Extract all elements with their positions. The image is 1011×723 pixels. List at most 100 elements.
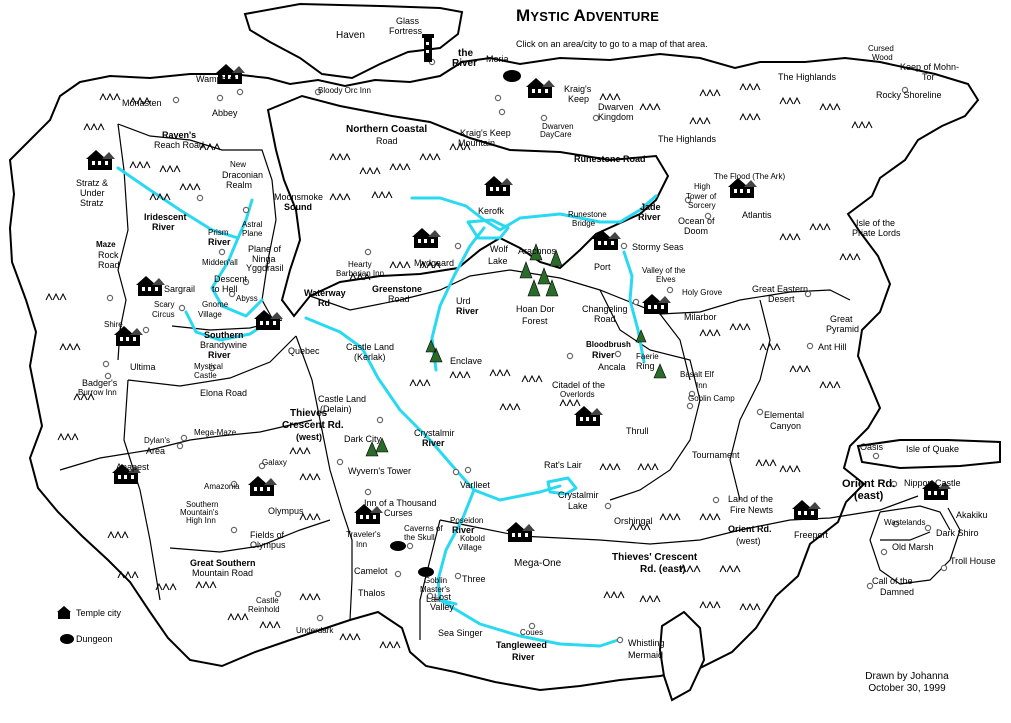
map-label-high-tower2[interactable]: Tower of [686,192,717,201]
temple-city-icon[interactable] [922,480,951,500]
map-label-sargrail[interactable]: Sargrail [164,284,196,294]
map-label-moonsmoke1[interactable]: Moonsmoke [274,192,324,202]
location-dot[interactable] [688,390,696,398]
map-label-dark-shiro[interactable]: Dark Shiro [936,528,979,538]
map-label-anapest[interactable]: Anapest [116,462,150,472]
map-label-castle-kerlak2[interactable]: (Kerlak) [354,352,386,362]
location-dot[interactable] [142,326,150,334]
map-label-crystalmir-river1[interactable]: Crystalmir [414,428,455,438]
map-label-bloodbrush1[interactable]: Bloodbrush [586,340,631,349]
map-label-call1[interactable]: Call of the [872,576,913,586]
map-label-camelot[interactable]: Camelot [354,566,388,576]
map-label-thieves-e2[interactable]: Rd. (east) [640,564,686,575]
map-label-scary2[interactable]: Circus [152,310,175,319]
map-label-urd1[interactable]: Urd [456,296,471,306]
map-label-highlands-mid[interactable]: The Highlands [658,134,717,144]
map-label-waterway2[interactable]: Rd [318,298,330,308]
temple-city-icon[interactable] [484,176,513,196]
map-label-old-marsh[interactable]: Old Marsh [892,542,934,552]
map-label-pirate1[interactable]: Isle of the [856,218,896,228]
map-label-ultima[interactable]: Ultima [130,362,156,372]
location-dot[interactable] [242,278,250,286]
map-label-inn-curses1[interactable]: Inn of a Thousand [364,498,437,508]
map-label-mega-maze[interactable]: Mega-Maze [194,428,237,437]
map-label-thieves-w3[interactable]: (west) [296,432,323,442]
map-label-new-draconian1[interactable]: New [230,160,247,169]
map-label-daycare1[interactable]: Dwarven [542,122,574,131]
location-dot[interactable] [216,94,224,102]
map-label-the-river2[interactable]: River [452,58,478,69]
location-dot[interactable] [314,88,322,96]
map-label-galaxy[interactable]: Galaxy [262,458,287,467]
temple-city-icon[interactable] [136,276,165,296]
map-label-southern-mountains1[interactable]: Southern [186,500,219,509]
map-label-goblin-lair1[interactable]: Goblin [424,576,448,585]
map-label-the-river1[interactable]: the [458,48,473,59]
map-label-iridescent1[interactable]: Iridescent [144,212,187,222]
map-label-greenstone2[interactable]: Road [388,294,410,304]
map-label-great-eastern2[interactable]: Desert [768,294,795,304]
map-label-scary1[interactable]: Scary [154,300,175,309]
map-label-bloodbrush2[interactable]: River [592,350,615,360]
map-label-dark-city[interactable]: Dark City [344,434,382,444]
map-label-three[interactable]: Three [462,574,486,584]
map-label-new-draconian2[interactable]: Draconian [222,170,264,180]
location-dot[interactable] [872,452,880,460]
location-dot[interactable] [208,364,216,372]
map-label-kraigs-mountain1[interactable]: Kraig's Keep [460,128,511,138]
temple-city-icon[interactable] [248,476,277,496]
map-label-runestone-bridge2[interactable]: Bridge [572,219,596,228]
location-dot[interactable] [616,636,624,644]
map-label-keep-mohn2[interactable]: Tor [922,72,935,82]
map-label-kobold2[interactable]: Village [458,543,482,552]
map-label-thrull[interactable]: Thrull [626,426,649,436]
map-label-goblin-lair3[interactable]: Lair [426,594,442,604]
location-dot[interactable] [104,372,112,380]
map-label-orshingal[interactable]: Orshingal [614,516,653,526]
map-label-mystical2[interactable]: Castle [194,371,217,380]
map-label-faerie1[interactable]: Faerie [636,352,659,361]
map-label-elona[interactable]: Elona Road [200,388,248,398]
location-dot[interactable] [540,114,548,122]
map-label-waterway1[interactable]: Waterway [304,288,346,298]
map-label-land-fire2[interactable]: Fire Newts [730,505,774,515]
map-label-tournament[interactable]: Tournament [692,450,740,460]
map-label-basalt1[interactable]: Basalt Elf [680,370,714,379]
map-label-goblin-lair2[interactable]: Master's [420,585,450,594]
map-label-southern-mountains3[interactable]: High Inn [186,516,216,525]
map-label-greenstone1[interactable]: Greenstone [372,284,423,294]
map-label-jade1[interactable]: Jade [640,202,661,212]
map-label-caverns1[interactable]: Caverns of [404,524,443,533]
map-label-ocean-doom2[interactable]: Doom [684,226,709,236]
map-label-dwarven1[interactable]: Dwarven [598,102,634,112]
map-label-rats-lair[interactable]: Rat's Lair [544,460,582,470]
location-dot[interactable] [258,462,266,470]
location-dot[interactable] [804,290,812,298]
location-dot[interactable] [498,108,506,116]
location-dot[interactable] [592,114,600,122]
map-label-maze-rock3[interactable]: Road [98,260,120,270]
map-label-ravens2[interactable]: Reach Road [154,140,205,150]
location-dot[interactable] [454,572,462,580]
location-dot[interactable] [704,212,712,220]
map-label-ravens1[interactable]: Raven's [162,130,197,140]
map-label-badgers2[interactable]: Burrow Inn [78,388,117,397]
map-label-high-tower3[interactable]: Sorcery [688,201,716,210]
map-label-coues[interactable]: Coues [520,628,544,637]
location-dot[interactable] [880,548,888,556]
map-label-descent1[interactable]: Descent [214,274,248,284]
location-dot[interactable] [890,480,898,488]
location-dot[interactable] [924,524,932,532]
location-dot[interactable] [686,402,694,410]
map-label-castle-delain1[interactable]: Castle Land [318,394,367,404]
map-label-maze-rock1[interactable]: Maze [96,240,116,249]
map-label-hoan2[interactable]: Forest [522,316,548,326]
location-dot[interactable] [394,570,402,578]
map-label-crystalmir-lake2[interactable]: Lake [568,501,588,511]
location-dot[interactable] [172,96,180,104]
map-label-dwarven2[interactable]: Kingdom [598,112,634,122]
map-label-oasis[interactable]: Oasis [860,442,884,452]
location-dot[interactable] [426,592,434,600]
temple-city-icon[interactable] [254,310,283,330]
temple-city-icon[interactable] [114,326,143,346]
